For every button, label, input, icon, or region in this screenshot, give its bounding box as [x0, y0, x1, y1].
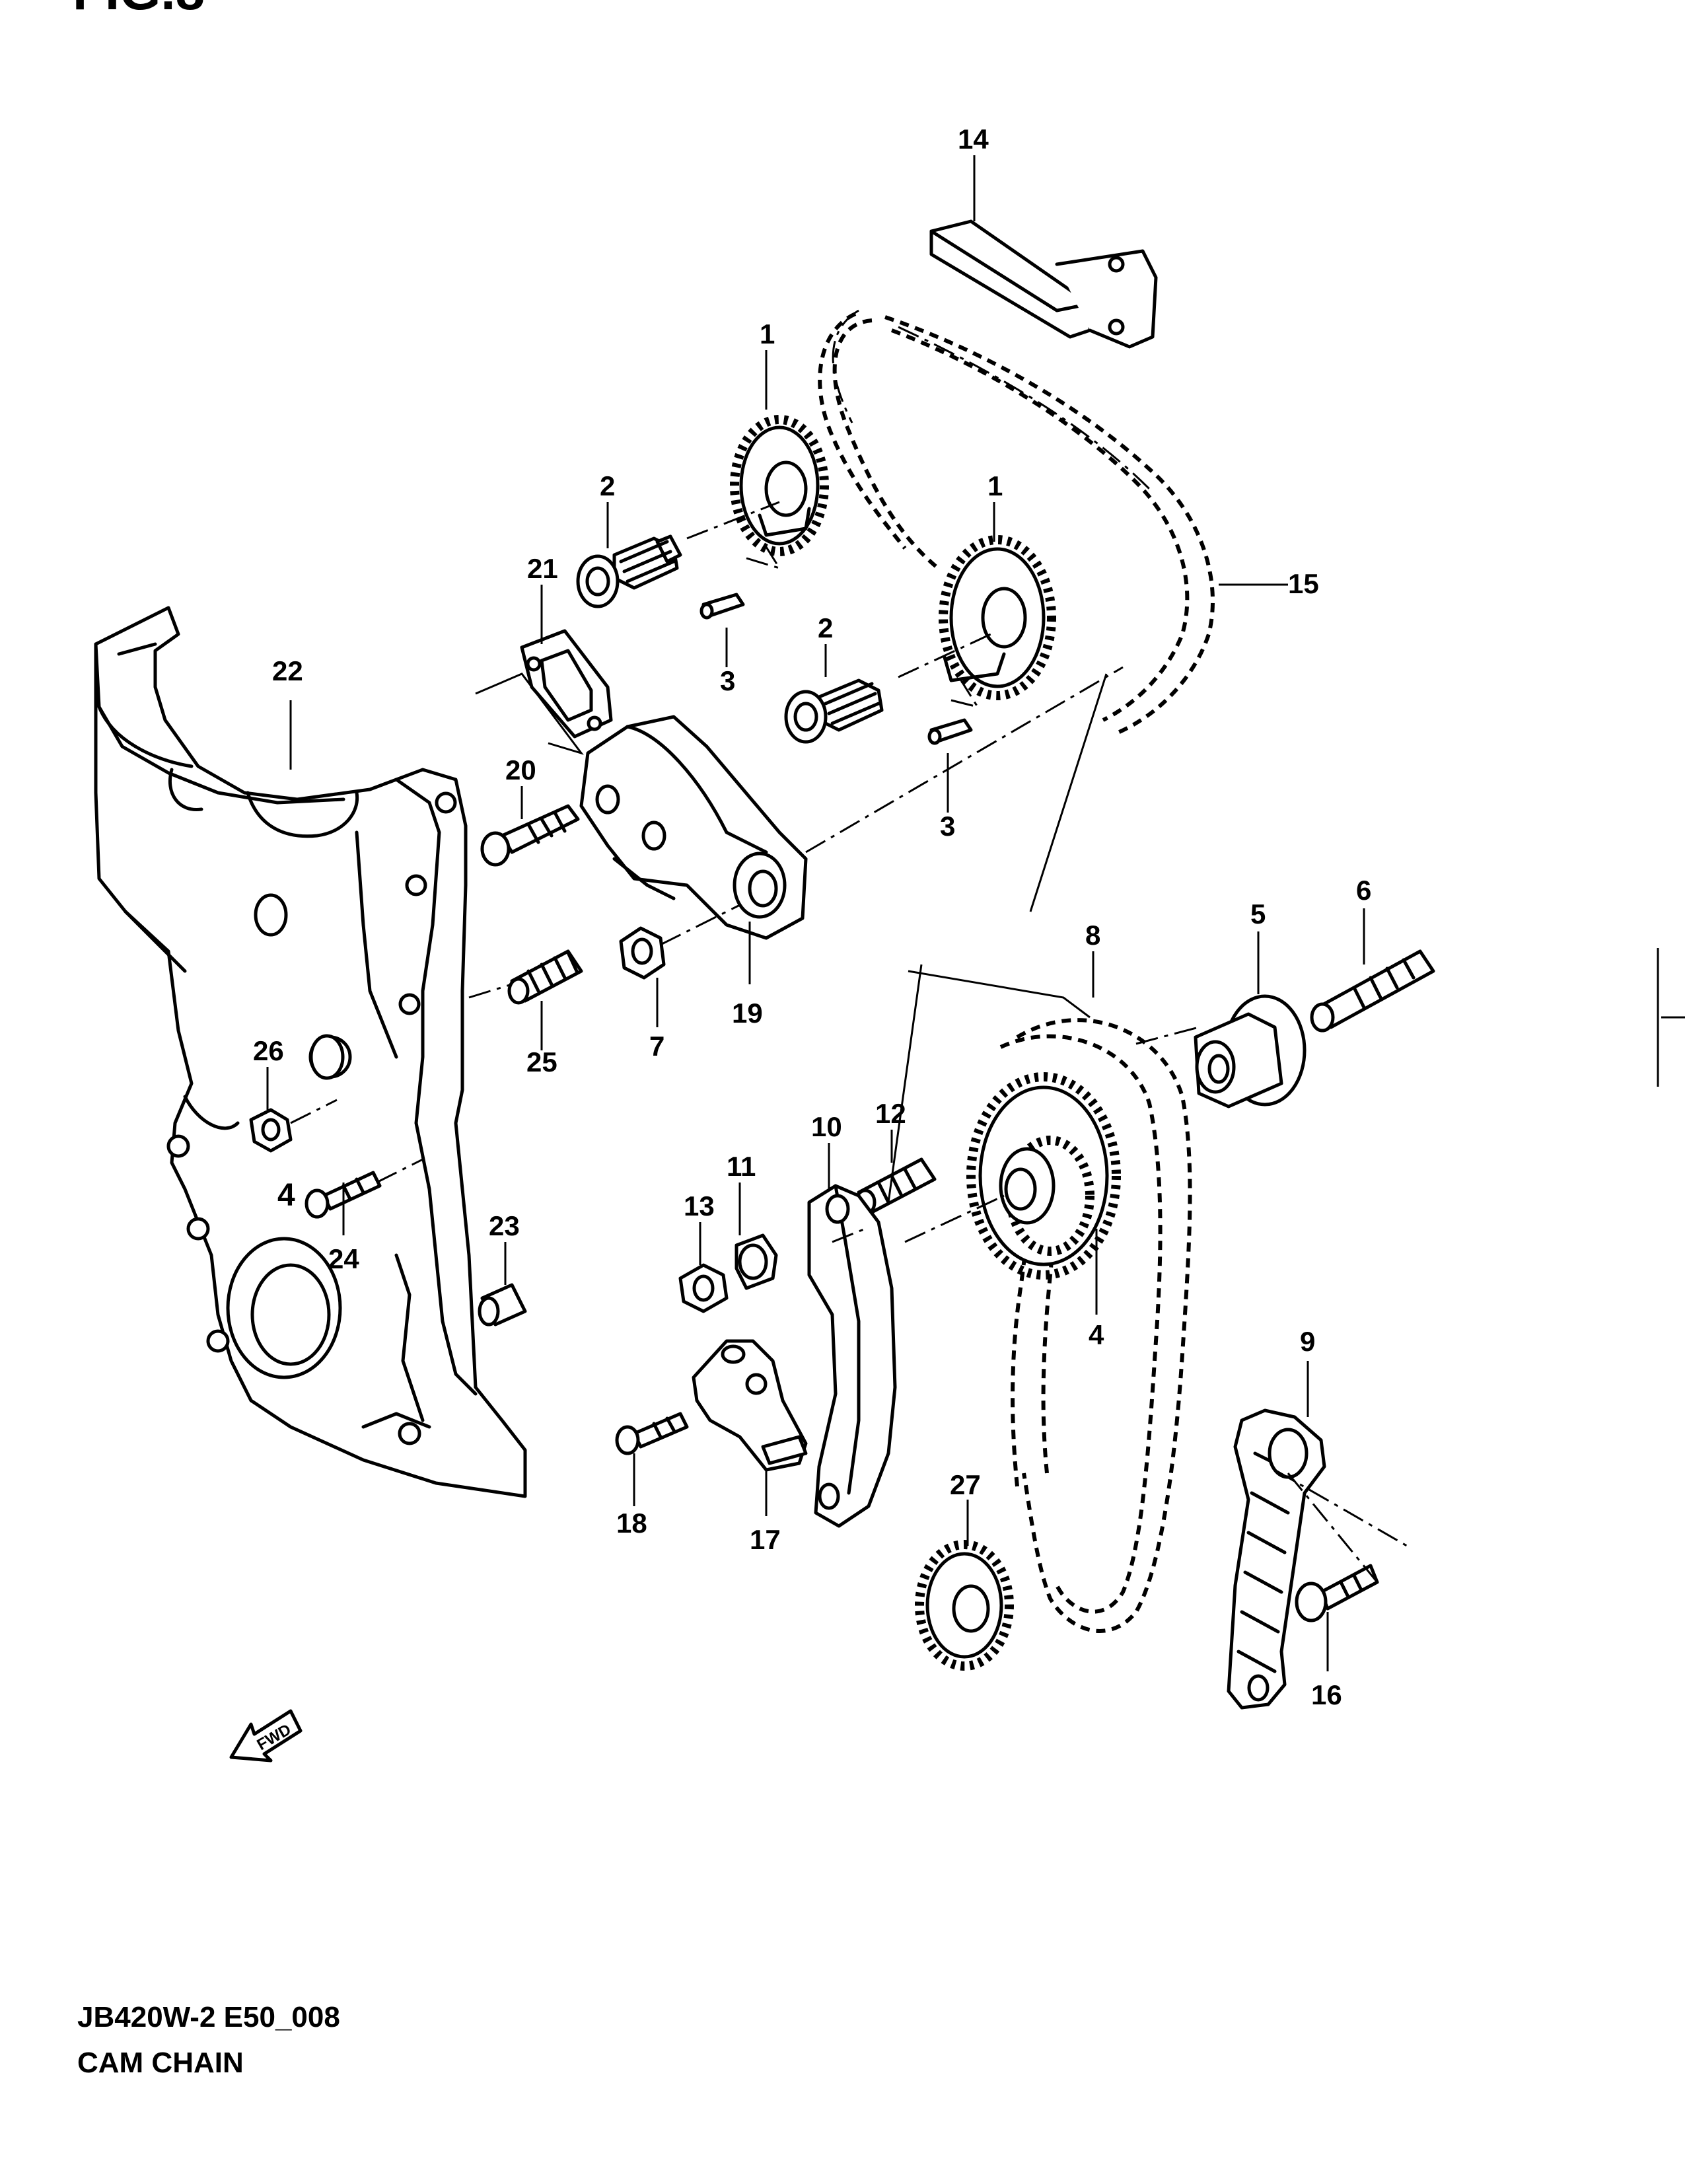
callout-18: 18 [616, 1508, 647, 1539]
callout-1-upper: 1 [760, 318, 775, 349]
tensioner-17 [692, 1339, 808, 1472]
cam-chain-upper [818, 309, 1215, 735]
callout-2-lower: 2 [818, 612, 833, 643]
bushing-11 [735, 1233, 778, 1290]
chain-guide-top [929, 219, 1158, 349]
callout-22: 22 [272, 655, 303, 686]
nut-7 [619, 926, 666, 980]
fwd-arrow: FWD [229, 1709, 303, 1763]
camshaft-sprocket-upper [730, 415, 829, 556]
nut-13 [678, 1263, 729, 1313]
callout-17: 17 [750, 1524, 781, 1555]
callout-27: 27 [950, 1469, 981, 1500]
callout-20: 20 [505, 754, 536, 785]
callout-8: 8 [1085, 920, 1100, 951]
sprocket-27 [915, 1540, 1014, 1671]
crankshaft-sprocket [966, 1072, 1121, 1280]
bolt-18 [615, 1412, 689, 1455]
callout-12: 12 [875, 1098, 906, 1129]
callout-5: 5 [1250, 898, 1266, 929]
bolt-6 [1310, 949, 1435, 1033]
callout-26: 26 [253, 1035, 284, 1066]
bolt-24 [305, 1171, 382, 1219]
callout-4: 4 [1089, 1319, 1104, 1350]
chain-tensioner-arm [579, 715, 808, 940]
leader-lines [266, 155, 1685, 1671]
callout-14: 14 [958, 124, 989, 155]
idler-5 [1194, 994, 1307, 1109]
callout-7: 7 [649, 1031, 664, 1062]
callout-3-upper: 3 [720, 665, 735, 696]
callout-1-lower: 1 [987, 470, 1003, 501]
nut-26 [249, 1108, 293, 1153]
callout-13: 13 [684, 1190, 715, 1221]
figure-label: FIG.8 [73, 0, 205, 20]
bolt-2-upper [576, 534, 682, 608]
pin-3-lower [927, 718, 973, 745]
callout-6: 6 [1356, 875, 1371, 906]
callout-23: 23 [489, 1210, 520, 1241]
callout-2-upper: 2 [600, 470, 615, 501]
callout-16: 16 [1311, 1679, 1342, 1710]
bolt-16 [1295, 1564, 1379, 1622]
callout-25: 25 [526, 1046, 557, 1077]
diagram-title: CAM CHAIN [77, 2047, 244, 2079]
bolt-20 [480, 804, 580, 867]
callout-21: 21 [527, 553, 558, 584]
callout-3-lower: 3 [940, 811, 955, 842]
centerlines [290, 501, 1408, 1583]
callout-15: 15 [1288, 568, 1319, 599]
callout-24: 24 [328, 1243, 359, 1274]
callout-9: 9 [1300, 1326, 1315, 1357]
pin-3-upper [699, 593, 745, 620]
arrow-mark: 4 [277, 1178, 295, 1213]
washer-26 [309, 1034, 345, 1080]
bushing-23 [478, 1283, 527, 1327]
camshaft-sprocket-lower [939, 535, 1056, 700]
chain-guide-10 [807, 1184, 897, 1528]
bolt-2-lower [784, 678, 884, 744]
callout-19: 19 [732, 998, 763, 1029]
gasket [520, 629, 613, 739]
stud-25 [507, 949, 583, 1005]
callout-11: 11 [727, 1151, 756, 1182]
callout-10: 10 [811, 1111, 842, 1142]
callouts: 14 1 1 2 2 21 3 3 15 22 20 8 5 6 19 7 25… [253, 124, 1371, 1710]
drawing-code: JB420W-2 E50_008 [77, 2001, 340, 2033]
chain-guide-9 [1227, 1408, 1326, 1710]
